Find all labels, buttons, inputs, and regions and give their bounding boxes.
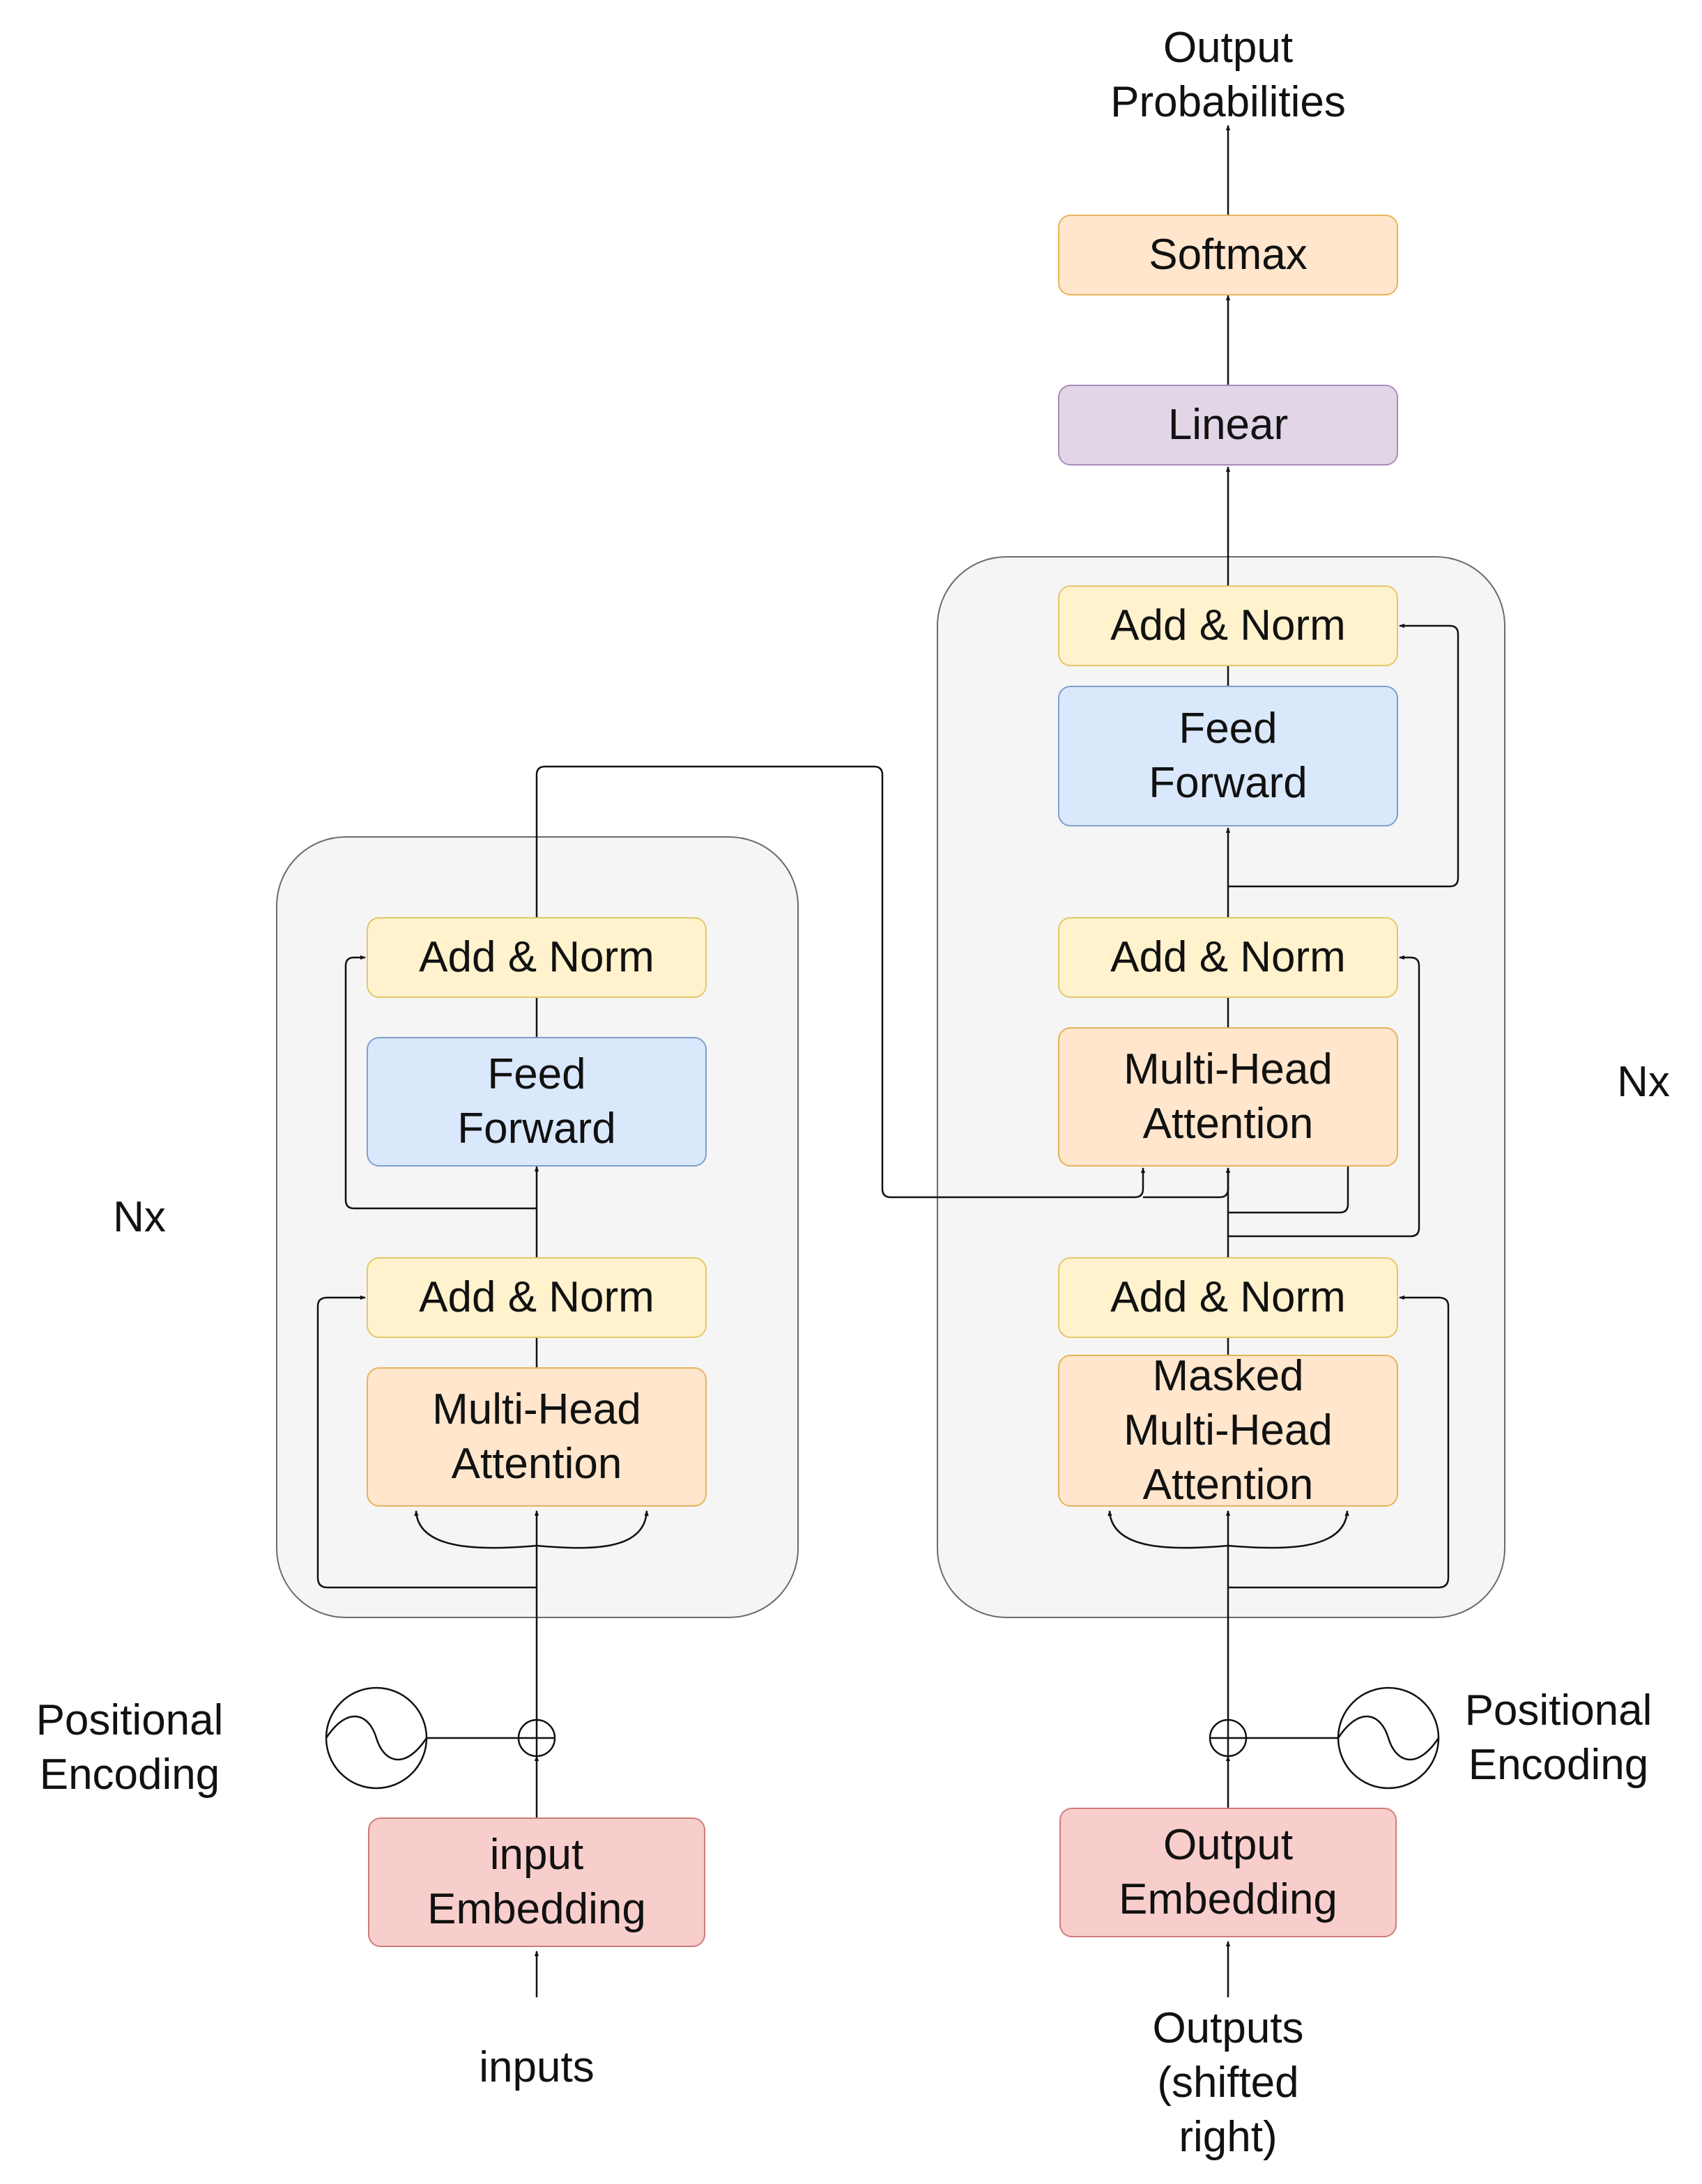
decoder-outputs-line-2: (shifted [1157,2059,1299,2107]
decoder-outputs-line-3: right) [1179,2113,1278,2161]
decoder-masked-line-2: Multi-Head [1124,1406,1333,1454]
decoder-masked-line-1: Masked [1152,1352,1304,1400]
output-probabilities-line-1: Output [1163,24,1294,72]
encoder-nx-text: Nx [113,1193,166,1241]
encoder-multi-head-attention: Multi-Head Attention [367,1367,707,1507]
enc-positional-encoding-icon [325,1686,428,1790]
decoder-outputs-label: Outputs (shifted right) [1110,2001,1347,2164]
decoder-add-norm-bottom: Add & Norm [1058,1257,1398,1338]
enc-res2 [344,955,537,1210]
decoder-add-norm-middle: Add & Norm [1058,917,1398,998]
decoder-add-norm-top: Add & Norm [1058,585,1398,666]
softmax-layer: Softmax [1058,215,1398,295]
decoder-feed-forward-line-2: Forward [1149,759,1308,807]
decoder-output-embedding: Output Embedding [1059,1808,1397,1937]
decoder-multi-head-attention: Multi-Head Attention [1058,1027,1398,1167]
dec-res2 [1228,955,1420,1238]
softmax-label: Softmax [1149,231,1308,279]
enc-to-dec [535,765,1146,1199]
encoder-add-norm-bottom: Add & Norm [367,1257,707,1338]
decoder-embedding-line-1: Output [1163,1821,1294,1869]
decoder-attention-line-1: Multi-Head [1124,1045,1333,1093]
enc-res1 [316,1295,537,1589]
encoder-add-norm-top: Add & Norm [367,917,707,998]
decoder-feed-forward: Feed Forward [1058,686,1398,826]
dec-kv-curve [1227,1510,1349,1549]
decoder-embedding-line-2: Embedding [1119,1875,1337,1923]
encoder-positional-encoding-label: Positional Encoding [18,1693,241,1802]
decoder-nx-text: Nx [1617,1058,1670,1106]
encoder-feed-forward: Feed Forward [367,1037,707,1167]
decoder-positional-encoding-label: Positional Encoding [1447,1684,1670,1792]
dec-positional-encoding-icon [1337,1686,1440,1790]
encoder-pe-line-2: Encoding [39,1751,220,1799]
enc-kv-curve [536,1510,649,1549]
output-probabilities-line-2: Probabilities [1110,78,1346,126]
encoder-feed-forward-line-1: Feed [487,1050,586,1098]
decoder-masked-line-3: Attention [1142,1461,1314,1509]
dec-res1 [1228,1295,1450,1589]
encoder-embedding-line-1: input [489,1831,584,1879]
decoder-pe-line-2: Encoding [1468,1741,1649,1789]
encoder-inputs-text: inputs [479,2043,595,2091]
decoder-add-norm-middle-label: Add & Norm [1110,933,1346,981]
dec-query-branch [1228,1155,1351,1214]
encoder-add-norm-top-label: Add & Norm [419,933,654,981]
encoder-pe-line-1: Positional [36,1696,224,1744]
encoder-attention-line-2: Attention [451,1440,622,1488]
encoder-add-norm-bottom-label: Add & Norm [419,1273,654,1321]
encoder-feed-forward-line-2: Forward [457,1105,616,1153]
decoder-attention-line-2: Attention [1142,1100,1314,1148]
dec-qk-curve [1107,1510,1229,1549]
linear-layer: Linear [1058,385,1398,466]
enc-qk-curve [414,1510,537,1549]
enc-to-dec-branch [1143,1167,1231,1199]
decoder-masked-multi-head-attention: Masked Multi-Head Attention [1058,1352,1398,1509]
linear-label: Linear [1167,401,1289,449]
decoder-outputs-line-1: Outputs [1152,2004,1304,2052]
output-probabilities-label: Output Probabilities [1054,21,1402,130]
decoder-nx-label: Nx [1602,1055,1685,1109]
decoder-pe-line-1: Positional [1464,1686,1653,1735]
decoder-add-norm-bottom-label: Add & Norm [1110,1273,1346,1321]
decoder-feed-forward-line-1: Feed [1179,705,1278,753]
encoder-nx-label: Nx [98,1190,181,1245]
dec-sum-icon [1209,1718,1248,1758]
encoder-inputs-label: inputs [432,2040,641,2095]
encoder-attention-line-1: Multi-Head [432,1385,641,1433]
enc-sum-icon [517,1718,556,1758]
decoder-add-norm-top-label: Add & Norm [1110,601,1346,649]
encoder-input-embedding: input Embedding [368,1817,705,1947]
encoder-embedding-line-2: Embedding [427,1885,646,1933]
dec-res3 [1228,623,1459,888]
